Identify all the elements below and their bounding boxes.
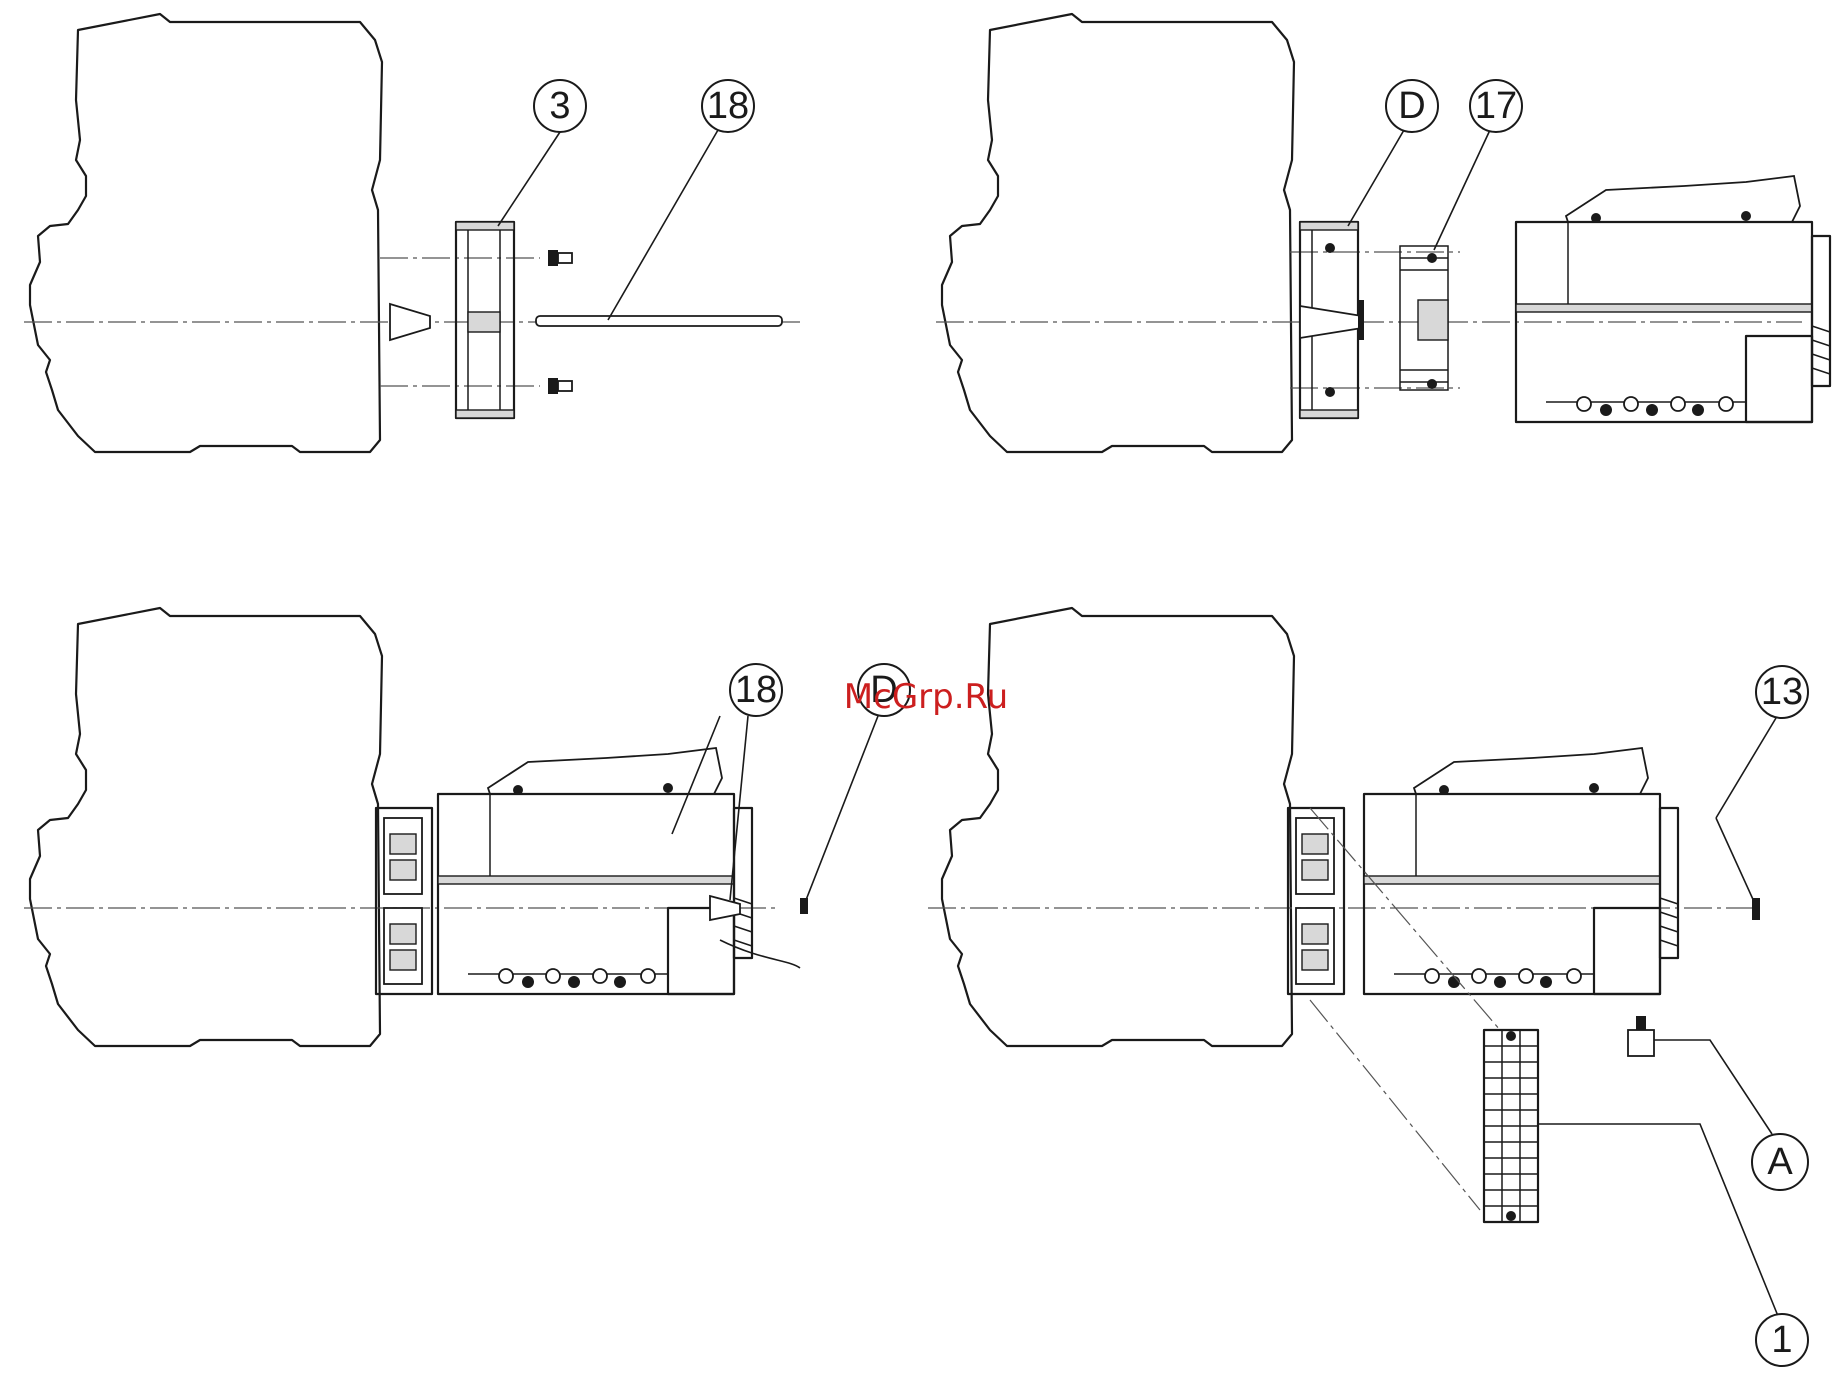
callout-label: 17	[1475, 85, 1517, 127]
view-1-adapter-and-rod: 3 18	[24, 14, 800, 452]
terminal-block	[1484, 1030, 1538, 1222]
alternator-body	[1364, 748, 1678, 994]
view-4-bolts-and-terminal: 13 A 1	[928, 608, 1808, 1366]
callout-label: 18	[735, 669, 777, 711]
rod-end-nut	[710, 896, 740, 920]
engine-outline	[30, 14, 382, 452]
engine-outline	[942, 14, 1294, 452]
shaft-cone	[390, 304, 430, 340]
alternator-body	[1516, 176, 1830, 422]
engine-outline	[30, 608, 382, 1046]
adapter-plate	[456, 222, 514, 418]
flange-housing	[376, 808, 432, 994]
alternator-body	[438, 748, 752, 994]
callout-label: 13	[1761, 671, 1803, 713]
callout-label: D	[1398, 85, 1425, 127]
bolt-upper	[548, 250, 572, 266]
threaded-rod	[536, 316, 782, 326]
bolt-lower	[548, 378, 572, 394]
flange-housing	[1288, 808, 1344, 994]
callout-label: A	[1767, 1141, 1793, 1183]
view-3-assembled-with-rod: 18 D	[24, 608, 910, 1046]
engine-outline	[942, 608, 1294, 1046]
callout-label: 18	[707, 85, 749, 127]
watermark-text: McGrp.Ru	[844, 677, 1008, 717]
nut-d	[800, 898, 808, 914]
callout-label: 3	[549, 85, 570, 127]
coupling-disc	[1400, 246, 1448, 390]
part-a-connector	[1628, 1016, 1654, 1056]
callout-label: 1	[1771, 1319, 1792, 1361]
view-2-adapter-and-alternator: D 17	[936, 14, 1830, 452]
